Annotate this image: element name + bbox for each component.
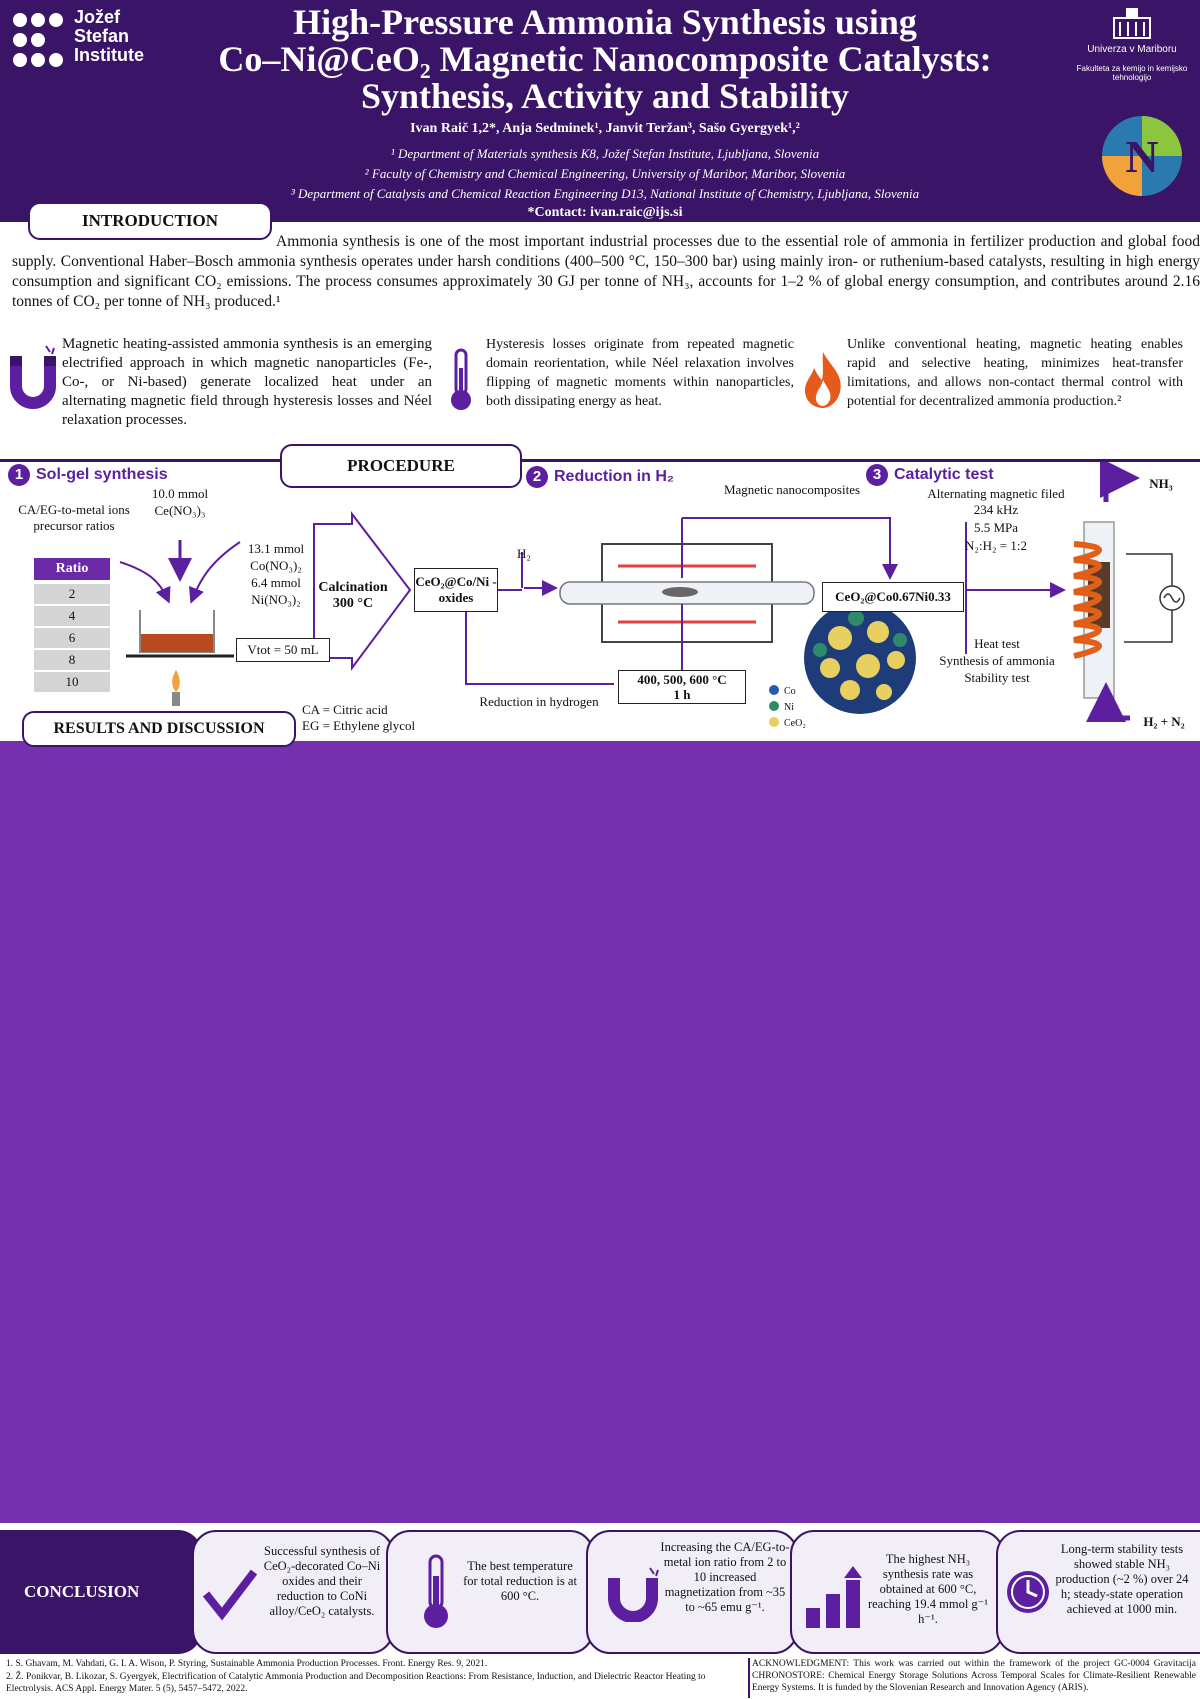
- abbreviation-ca: CA = Citric acid: [302, 702, 388, 717]
- institute-logo-text: Jožef Stefan Institute: [74, 7, 144, 65]
- results-section-panel: [0, 741, 1200, 1523]
- acknowledgment: ACKNOWLEDGMENT: This work was carried ou…: [752, 1659, 1196, 1693]
- product-box: CeO₂@Co0.67Ni0.33: [822, 582, 964, 612]
- reference-1: 1. S. Ghavam, M. Vahdati, G. I. A. Wison…: [6, 1659, 488, 1669]
- calcination-label: Calcination 300 °C: [318, 580, 388, 611]
- reduction-label: Reduction in hydrogen: [479, 694, 599, 709]
- introduction-heading: INTRODUCTION: [28, 202, 272, 240]
- conclusion-card-magnetization: [586, 1530, 798, 1654]
- gas-ratio-label: N₂:H₂ = 1:2: [965, 538, 1027, 553]
- contact-email: *Contact: ivan.raic@ijs.si: [527, 205, 683, 220]
- affiliation-1: ¹ Department of Materials synthesis K8, …: [390, 146, 820, 161]
- cobalt-amount: 13.1 mmol: [247, 541, 305, 556]
- university-name: Univerza v Mariboru: [1087, 44, 1177, 55]
- conclusion-text-1: Successful synthesis of CeO₂-decorated C…: [263, 1544, 381, 1618]
- conclusion-card-synthesis: [192, 1530, 394, 1654]
- reference-2: 2. Ž. Ponikvar, B. Likozar, S. Gyergyek,…: [6, 1672, 706, 1694]
- ammonia-outlet-label: NH₃: [1149, 476, 1173, 491]
- procedure-divider: [0, 459, 1200, 462]
- conclusion-text-4: The highest NH₃ synthesis rate was obtai…: [867, 1552, 989, 1626]
- poster-header: Jožef Stefan Institute High-Pressure Amm…: [0, 0, 1200, 222]
- affiliation-3: ³ Department of Catalysis and Chemical R…: [290, 186, 920, 201]
- ammonia-synthesis-label: Synthesis of ammonia: [939, 653, 1055, 668]
- nickel-amount: 6.4 mmol: [251, 575, 301, 590]
- svg-text:N: N: [1125, 131, 1158, 182]
- clock-icon: [1007, 1571, 1049, 1613]
- legend-ceo2: CeO₂: [784, 718, 806, 729]
- checkmark-icon: [202, 1569, 258, 1621]
- cerium-amount: 10.0 mmol: [151, 486, 209, 501]
- legend-co: Co: [784, 686, 796, 697]
- conclusion-text-3: Increasing the CA/EG-to-metal ion ratio …: [660, 1540, 790, 1614]
- references: 1. S. Ghavam, M. Vahdati, G. I. A. Wison…: [6, 1658, 746, 1696]
- hysteresis-text: Hysteresis losses originate from repeate…: [486, 337, 794, 409]
- gas-inlet-label: H₂ + N₂: [1143, 714, 1185, 729]
- ratio-cell: 2: [34, 584, 110, 604]
- conclusion-card-temperature: [386, 1530, 594, 1654]
- total-volume: Vtot = 50 mL: [236, 638, 330, 662]
- acknowledgment-divider: [748, 1658, 750, 1698]
- pressure-label: 5.5 MPa: [973, 520, 1019, 535]
- ijs-logo-icon: [13, 13, 63, 67]
- faculty-name: Fakulteta za kemijo in kemijsko tehnolog…: [1076, 64, 1188, 82]
- thermometer-icon: [451, 348, 471, 410]
- legend-ni: Ni: [784, 702, 794, 713]
- conclusion-card-synthesis-rate: [790, 1530, 1004, 1654]
- cerium-salt: Ce(NO₃)₃: [154, 503, 206, 518]
- affiliation-2: ² Faculty of Chemistry and Chemical Engi…: [364, 166, 846, 181]
- magnet-icon: [608, 1567, 659, 1622]
- magnetic-nanocomposites-label: Magnetic nanocomposites: [723, 482, 861, 497]
- thermometer-icon: [424, 1554, 448, 1628]
- stability-test-label: Stability test: [964, 670, 1030, 685]
- conclusion-heading: CONCLUSION: [0, 1530, 202, 1654]
- reduction-conditions-box: 400, 500, 600 °C 1 h: [618, 670, 746, 704]
- hydrogen-label: H₂: [517, 546, 531, 561]
- procedure-diagram: [119, 462, 1185, 727]
- ratio-table-header: Ratio: [34, 558, 110, 580]
- heat-test-label: Heat test: [974, 636, 1020, 651]
- conclusion-text-5: Long-term stability tests showed stable …: [1055, 1542, 1189, 1616]
- magnetic-heating-text: Magnetic heating-assisted ammonia synthe…: [62, 336, 432, 428]
- ratio-cell: 6: [34, 628, 110, 648]
- advantages-text: Unlike conventional heating, magnetic he…: [847, 337, 1183, 409]
- ratio-cell: 10: [34, 672, 110, 692]
- nickel-salt: Ni(NO₃)₂: [251, 592, 301, 607]
- oxides-box: CeO₂@Co/Ni -oxides: [414, 568, 498, 612]
- poster-title: High-Pressure Ammonia Synthesis using Co…: [218, 2, 992, 116]
- bar-growth-icon: [806, 1566, 862, 1628]
- university-logo: Univerza v Mariboru Fakulteta za kemijo …: [1072, 6, 1192, 96]
- introduction-paragraph: Ammonia synthesis is one of the most imp…: [12, 233, 1200, 310]
- abbreviation-eg: EG = Ethylene glycol: [302, 718, 416, 733]
- ratio-cell: 8: [34, 650, 110, 670]
- cobalt-salt: Co(NO₃)₂: [250, 558, 302, 573]
- magnet-icon: [10, 345, 56, 409]
- precursor-ratio-label: CA/EG-to-metal ions precursor ratios: [18, 502, 130, 533]
- university-building-icon: [1113, 8, 1151, 39]
- ratio-cell: 4: [34, 606, 110, 626]
- results-heading: RESULTS AND DISCUSSION: [22, 711, 296, 747]
- procedure-heading: PROCEDURE: [280, 444, 522, 488]
- ni-logo-icon: N: [1102, 116, 1182, 196]
- conclusion-text-2: The best temperature for total reduction…: [463, 1559, 577, 1603]
- magnetic-field-label: Alternating magnetic filed 234 kHz: [927, 486, 1065, 517]
- author-list: Ivan Raič 1,2*, Anja Sedminek¹, Janvit T…: [410, 121, 800, 136]
- flame-icon: [804, 352, 841, 408]
